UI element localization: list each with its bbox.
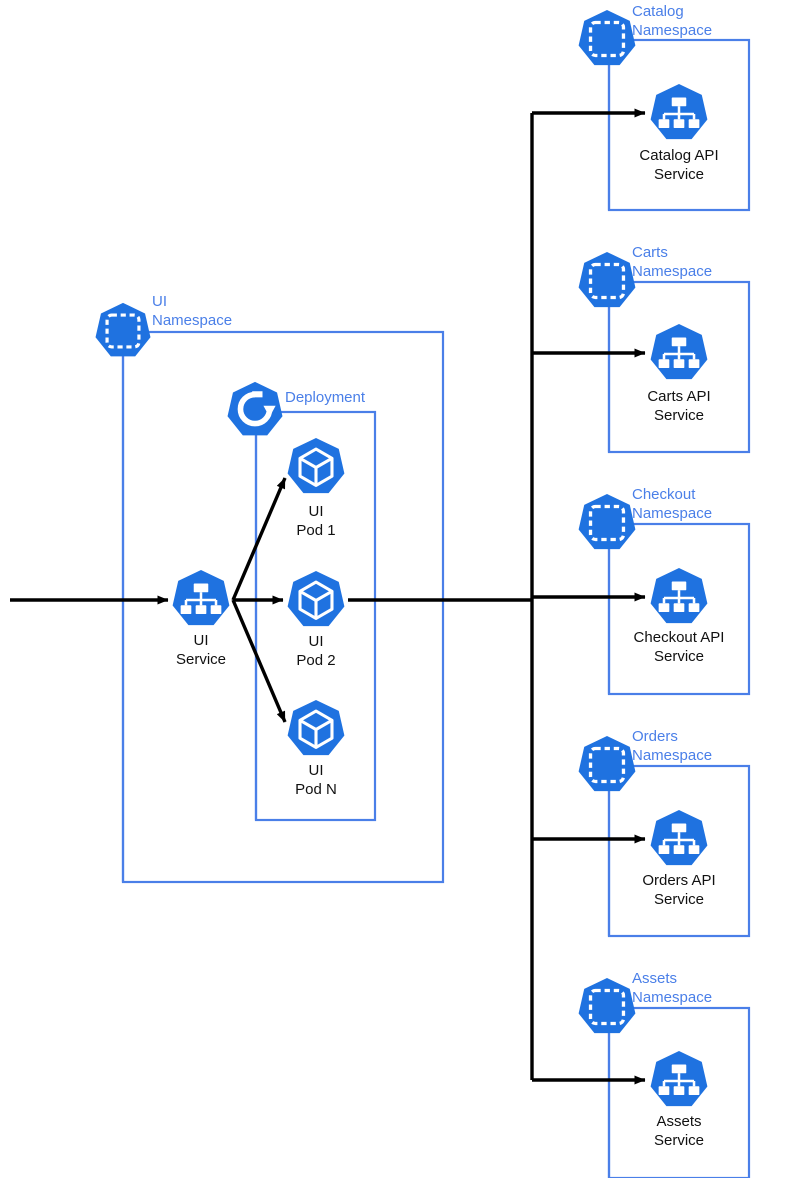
service-to-pod-n (231, 599, 287, 723)
orders-service-label: Orders API Service (642, 872, 716, 908)
carts-namespace-label: Carts Namespace (632, 244, 713, 280)
ui-namespace-label: UI Namespace (152, 293, 233, 329)
service-icon (649, 566, 709, 625)
namespace-icon (576, 250, 638, 309)
namespace-icon (576, 734, 638, 793)
service-icon (649, 808, 709, 867)
namespace-icon (576, 492, 638, 551)
pod-icon (286, 436, 346, 495)
checkout-namespace-label: Checkout Namespace (632, 486, 713, 522)
pod-label: UI Pod 1 (296, 503, 336, 539)
catalog-namespace-label: Catalog Namespace (632, 3, 713, 39)
pod-label: UI Pod 2 (296, 633, 336, 669)
namespace-icon (93, 301, 153, 358)
assets-namespace-label: Assets Namespace (632, 970, 713, 1006)
pod-icon (286, 698, 346, 757)
service-icon (649, 82, 709, 141)
deployment-label: Deployment (285, 389, 366, 406)
pod-icon (286, 569, 346, 628)
ui-service-label: UI Service (175, 632, 227, 668)
checkout-service-label: Checkout API Service (633, 629, 725, 665)
catalog-service-label: Catalog API Service (639, 147, 719, 183)
service-icon (171, 568, 231, 627)
carts-service-label: Carts API Service (647, 388, 711, 424)
service-icon (649, 322, 709, 381)
service-icon (649, 1049, 709, 1108)
pod-label: UI Pod N (295, 762, 337, 798)
namespace-icon (576, 8, 638, 67)
assets-service-label: Assets Service (653, 1113, 705, 1149)
orders-namespace-label: Orders Namespace (632, 728, 713, 764)
service-to-pod-1 (231, 477, 287, 601)
deployment-icon (228, 382, 283, 435)
namespace-icon (576, 976, 638, 1035)
